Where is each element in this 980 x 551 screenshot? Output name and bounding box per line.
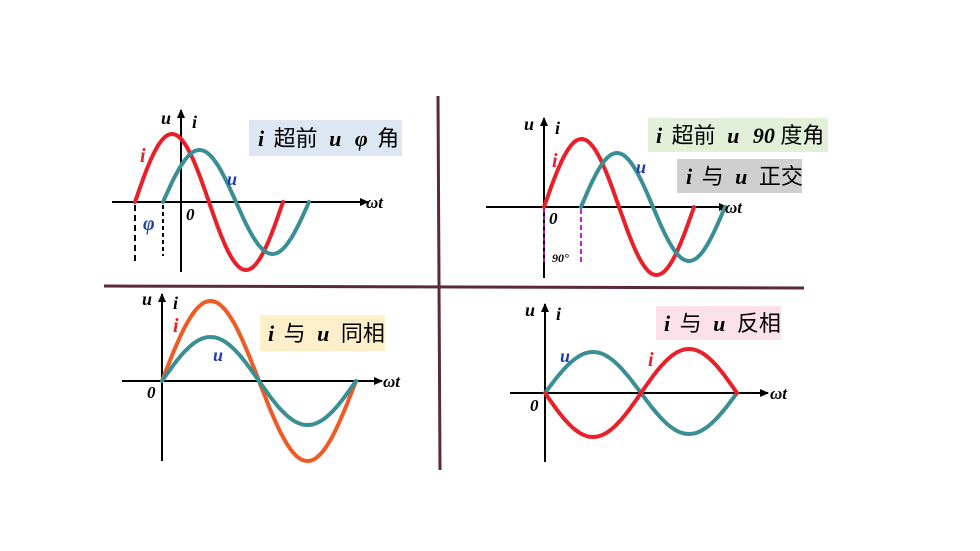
panel2-origin: 0 xyxy=(549,209,558,228)
panel2-voltage-curve xyxy=(579,150,727,264)
panel4-axis-wt: ωt xyxy=(770,384,788,403)
panel2-title-90: 90 xyxy=(753,123,775,148)
panel1-voltage-curve xyxy=(161,147,311,257)
panel1-axis-wt: ωt xyxy=(366,193,384,212)
panel1-label-u: u xyxy=(227,169,237,189)
panel4-origin: 0 xyxy=(530,396,539,415)
panel1-title-angle: 角 xyxy=(377,127,399,152)
panel2-90-label: 90° xyxy=(552,251,569,265)
panel1-title-bg xyxy=(249,120,402,156)
panel2-subtitle-with: 与 xyxy=(702,165,724,190)
panel2-subtitle-i: i xyxy=(686,164,693,189)
panel-in-phase: i 与 u 同相 u i ωt 0 i u xyxy=(122,289,401,464)
panel1-title-i: i xyxy=(258,126,265,151)
panel1-axis-u: u xyxy=(161,108,171,128)
panel3-axis-u: u xyxy=(142,289,152,309)
panel2-title-angle: 度角 xyxy=(780,124,824,149)
panel-lead-phi: i 超前 u φ 角 u i ωt 0 i u φ xyxy=(112,108,402,273)
panel3-origin: 0 xyxy=(147,383,156,402)
panel2-axis-i: i xyxy=(555,118,560,138)
panel2-subtitle: i 与 u 正交 xyxy=(686,164,803,190)
panel1-current-curve xyxy=(133,131,285,273)
panel3-label-i: i xyxy=(173,315,179,337)
panel2-title-bg xyxy=(648,118,828,152)
panel4-current-curve xyxy=(543,346,739,440)
panel3-title: i 与 u 同相 xyxy=(268,321,385,347)
panel3-title-u: u xyxy=(317,321,329,346)
panel4-label-u: u xyxy=(560,346,570,366)
panel3-title-same: 同相 xyxy=(341,322,385,347)
panel-lead-90: i 超前 u 90 度角 i 与 u 正交 u i ωt 0 i u 90° xyxy=(486,114,828,278)
panel2-subtitle-u: u xyxy=(735,164,747,189)
panel2-title-i: i xyxy=(656,123,663,148)
panel2-current-curve xyxy=(542,136,696,278)
panel1-title-phi: φ xyxy=(355,126,368,151)
panel4-title-u: u xyxy=(713,311,725,336)
panel1-axis-i: i xyxy=(192,112,197,132)
horizontal-divider xyxy=(103,284,805,290)
panel3-axis-i: i xyxy=(173,293,178,313)
panel3-voltage-curve xyxy=(160,334,358,428)
panel4-title-opp: 反相 xyxy=(737,312,781,337)
panel2-axis-wt: ωt xyxy=(725,198,743,217)
panel-anti-phase: i 与 u 反相 u i ωt 0 i u xyxy=(510,300,788,462)
panel2-subtitle-bg xyxy=(677,159,802,193)
panel4-axis-u: u xyxy=(525,300,535,320)
panel2-axis-u: u xyxy=(524,114,534,134)
panel1-title: i 超前 u φ 角 xyxy=(258,126,399,152)
panel2-title: i 超前 u 90 度角 xyxy=(656,123,824,149)
panel2-label-i: i xyxy=(552,150,558,172)
panel2-title-u: u xyxy=(727,123,739,148)
panel4-axis-i: i xyxy=(556,304,561,324)
panel4-title: i 与 u 反相 xyxy=(664,311,781,337)
panel2-label-u: u xyxy=(636,157,646,177)
panel1-label-i: i xyxy=(140,145,146,167)
panel3-title-with: 与 xyxy=(284,322,306,347)
panel3-axis-wt: ωt xyxy=(383,372,401,391)
panel1-origin: 0 xyxy=(186,205,195,224)
panel3-label-u: u xyxy=(213,345,223,365)
panel1-phi-symbol: φ xyxy=(143,213,155,235)
panel3-title-i: i xyxy=(268,321,275,346)
panel4-label-i: i xyxy=(648,349,654,371)
panel1-title-u: u xyxy=(329,126,341,151)
panel4-title-with: 与 xyxy=(680,312,702,337)
panel4-title-bg xyxy=(656,306,781,340)
panel4-title-i: i xyxy=(664,311,671,336)
panel3-title-bg xyxy=(260,315,385,351)
vertical-divider xyxy=(436,95,442,471)
panel1-title-lead: 超前 xyxy=(274,127,318,152)
panel2-title-lead: 超前 xyxy=(672,124,716,149)
panel2-subtitle-orth: 正交 xyxy=(759,165,803,190)
